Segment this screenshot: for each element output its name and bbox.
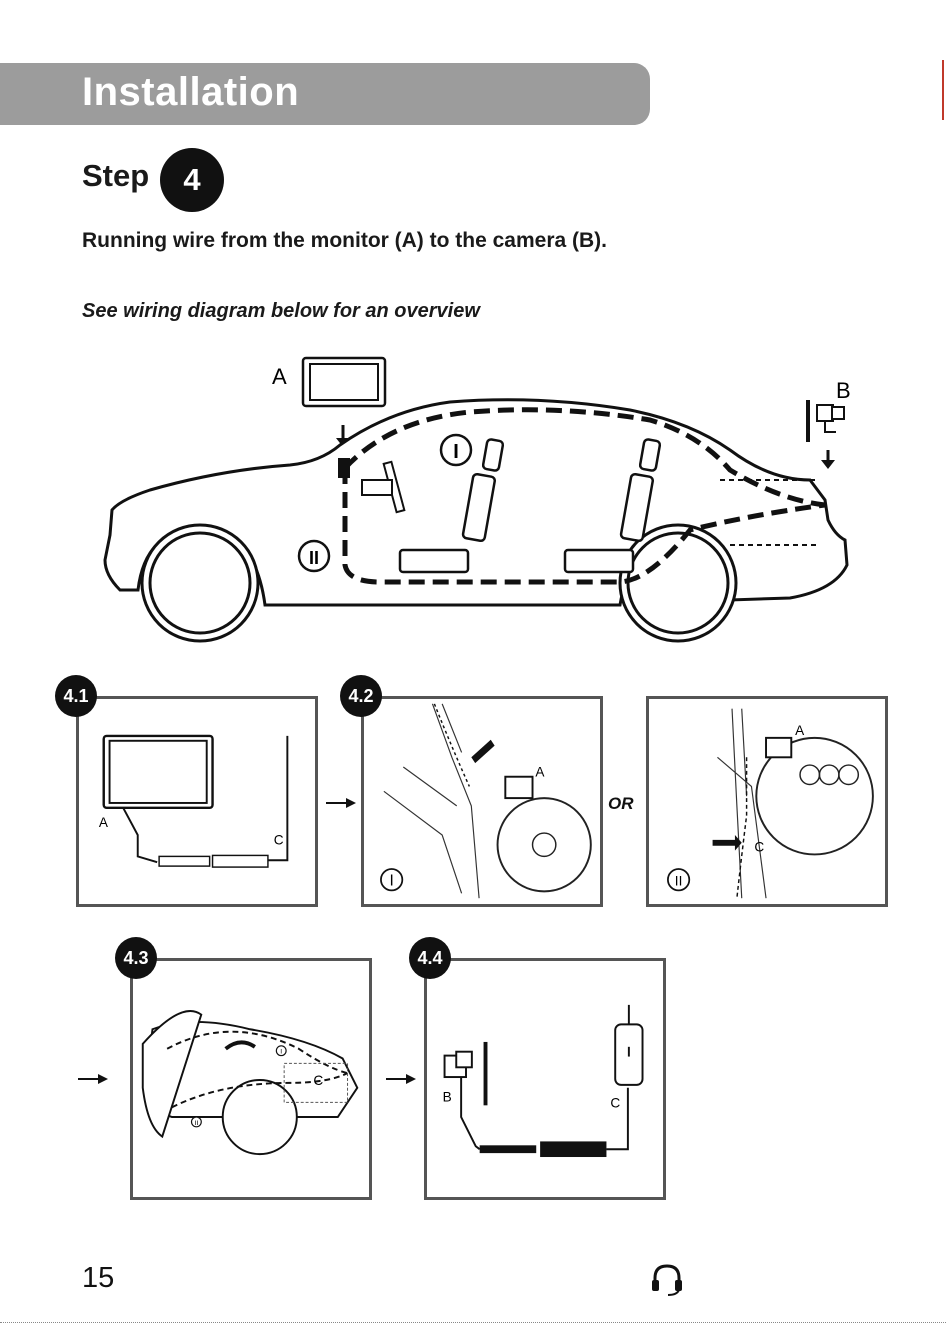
route-2-label: II — [309, 548, 319, 568]
or-label: OR — [608, 794, 634, 814]
route-1-label: I — [453, 441, 459, 463]
monitor-label: A — [535, 765, 545, 780]
cable-label: C — [274, 833, 284, 848]
right-arrow-icon — [386, 1072, 416, 1086]
instruction-heading: Running wire from the monitor (A) to the… — [82, 229, 607, 253]
monitor-label: A — [272, 364, 287, 389]
panel-4-4: B C — [424, 958, 666, 1200]
page-edge-mark — [942, 60, 944, 120]
pillar-route-illustration: A I — [364, 699, 600, 904]
instruction-note: See wiring diagram below for an overview — [82, 300, 480, 323]
route-1-label: I — [280, 1049, 282, 1056]
panel-4-3: C I II — [130, 958, 372, 1200]
page-number: 15 — [82, 1262, 114, 1295]
monitor-icon — [303, 358, 385, 406]
step-4-4-badge: 4.4 — [409, 937, 451, 979]
headset-icon — [650, 1262, 684, 1296]
monitor-label: A — [795, 723, 805, 738]
panel-4-2: A I — [361, 696, 603, 907]
right-arrow-icon — [78, 1072, 108, 1086]
step-4-2-badge: 4.2 — [340, 675, 382, 717]
cable-label: C — [313, 1073, 323, 1088]
footer-divider — [0, 1322, 946, 1323]
step-4-3-badge: 4.3 — [115, 937, 157, 979]
section-title: Installation — [82, 70, 299, 115]
down-arrow-icon — [821, 450, 835, 469]
cable-label: C — [754, 840, 764, 855]
panel-4-2-alt: A C II — [646, 696, 888, 907]
step-4-1-badge: 4.1 — [55, 675, 97, 717]
camera-label: B — [443, 1089, 452, 1104]
monitor-label: A — [99, 815, 109, 830]
route-label: I — [389, 873, 393, 890]
rear-route-illustration: C I II — [133, 961, 369, 1197]
camera-connection-illustration: B C — [427, 961, 663, 1197]
cable-label: C — [610, 1095, 620, 1110]
monitor-cable-illustration: A C — [79, 699, 315, 904]
route-label: II — [675, 874, 683, 889]
step-label: Step — [82, 158, 149, 194]
car-wiring-diagram: A B I II — [90, 350, 870, 650]
camera-icon — [806, 400, 844, 442]
route-2-label: II — [194, 1120, 198, 1127]
camera-label: B — [836, 378, 851, 403]
floor-route-illustration: A C II — [649, 699, 885, 904]
right-arrow-icon — [326, 796, 356, 810]
panel-4-1: A C — [76, 696, 318, 907]
step-number-badge: 4 — [160, 148, 224, 212]
